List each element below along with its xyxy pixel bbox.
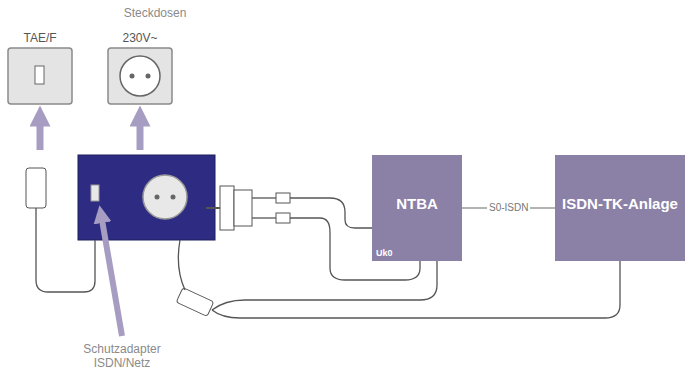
socket-hole [171,195,176,200]
ntba-box: NTBA Uk0 [372,155,462,261]
bus-name: S0-ISDN [487,202,530,214]
power-plug-body [234,190,252,226]
socket-label: 230V~ [108,30,172,46]
box-title: NTBA [376,195,458,213]
tae-socket-face [8,48,72,104]
plug-cable [252,197,276,198]
adapter-tae-slot [91,185,99,201]
isdn-cable [212,261,437,310]
tae-plug [26,168,46,208]
adapter-label: Schutzadapter ISDN/Netz [62,342,182,370]
group-heading: Steckdosen [105,6,205,20]
plug-in-arrow [37,116,44,150]
adapter-power-socket [143,175,187,219]
box-title: ISDN-TK-Anlage [559,195,681,213]
socket-hole [155,195,160,200]
tae-slot [35,66,44,84]
port-name: Uk0 [376,248,393,258]
power-socket: 230V~ [108,30,172,104]
power-socket [120,56,160,96]
protective-adapter [78,155,215,240]
isdn-cable [212,261,620,318]
power-cable [290,198,372,228]
pointer-arrow [101,214,122,336]
tae-cable [36,208,95,292]
plug-in-arrow [137,116,144,150]
tae-socket: TAE/F [8,30,72,104]
plug-cable [252,217,276,218]
pbx-box: ISDN-TK-Anlage [555,155,685,261]
adapter-plug [176,288,214,317]
socket-hole [130,74,135,79]
power-plug [220,186,234,230]
connector [276,193,290,203]
power-socket-face [108,48,172,104]
plug-pin [206,207,220,209]
socket-hole [146,74,151,79]
socket-label: TAE/F [8,30,72,46]
adapter-cable [178,240,185,290]
connector [276,213,290,223]
